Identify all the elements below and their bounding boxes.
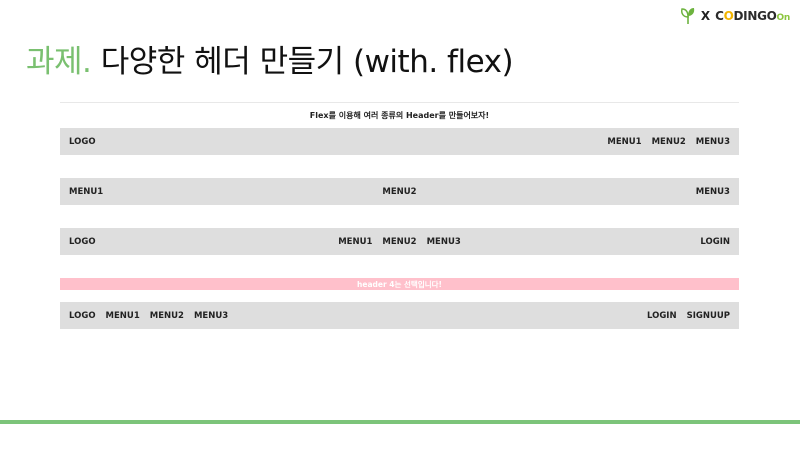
header-1-menu-item[interactable]: MENU1: [607, 136, 642, 147]
example-frame: Flex를 이용해 여러 종류의 Header를 만들어보자! LOGO MEN…: [60, 102, 739, 333]
sprout-icon: [680, 8, 695, 24]
header-4-right: LOGIN SIGNUUP: [647, 311, 730, 321]
header-1-logo[interactable]: LOGO: [69, 136, 96, 147]
header-3-logo[interactable]: LOGO: [69, 236, 96, 247]
header-4-logo[interactable]: LOGO: [69, 310, 96, 321]
header-3-menu-item[interactable]: MENU1: [338, 236, 373, 247]
header-4-left: LOGO MENU1 MENU2 MENU3: [69, 311, 228, 321]
brand-logo: X CODINGOOn: [680, 6, 790, 26]
title-accent: 과제.: [26, 44, 92, 80]
header-4-menu-item[interactable]: MENU1: [105, 310, 140, 321]
header-4: LOGO MENU1 MENU2 MENU3 LOGIN SIGNUUP: [60, 302, 739, 329]
bottom-divider: [0, 420, 800, 424]
header-1-menu: MENU1 MENU2 MENU3: [607, 137, 730, 147]
header-4-login[interactable]: LOGIN: [646, 310, 677, 321]
header-4-signup[interactable]: SIGNUUP: [686, 310, 730, 321]
slide-title: 과제. 다양한 헤더 만들기 (with. flex): [26, 36, 514, 81]
title-main: 다양한 헤더 만들기 (with. flex): [100, 44, 514, 80]
header-2-menu-item[interactable]: MENU2: [382, 186, 417, 197]
header-2-menu-item[interactable]: MENU1: [69, 186, 104, 197]
header-1: LOGO MENU1 MENU2 MENU3: [60, 128, 739, 155]
header-2-menu-item[interactable]: MENU3: [695, 186, 730, 197]
brand-x: X: [700, 9, 711, 23]
header-3-menu-item[interactable]: MENU2: [382, 236, 417, 247]
header-3-menu-item[interactable]: MENU3: [426, 236, 461, 247]
header-1-menu-item[interactable]: MENU3: [695, 136, 730, 147]
header-4-menu-item[interactable]: MENU2: [149, 310, 184, 321]
header-4-note: header 4는 선택입니다!: [60, 278, 739, 290]
header-1-menu-item[interactable]: MENU2: [651, 136, 686, 147]
header-3-login[interactable]: LOGIN: [700, 236, 730, 247]
header-4-menu-item[interactable]: MENU3: [193, 310, 229, 321]
header-3: LOGO MENU1 MENU2 MENU3 LOGIN: [60, 228, 739, 255]
header-2: MENU1 MENU2 MENU3: [60, 178, 739, 205]
header-3-menu: MENU1 MENU2 MENU3: [338, 237, 461, 247]
caption: Flex를 이용해 여러 종류의 Header를 만들어보자!: [309, 111, 490, 120]
coding-on-logo: CODINGOOn: [715, 9, 790, 23]
